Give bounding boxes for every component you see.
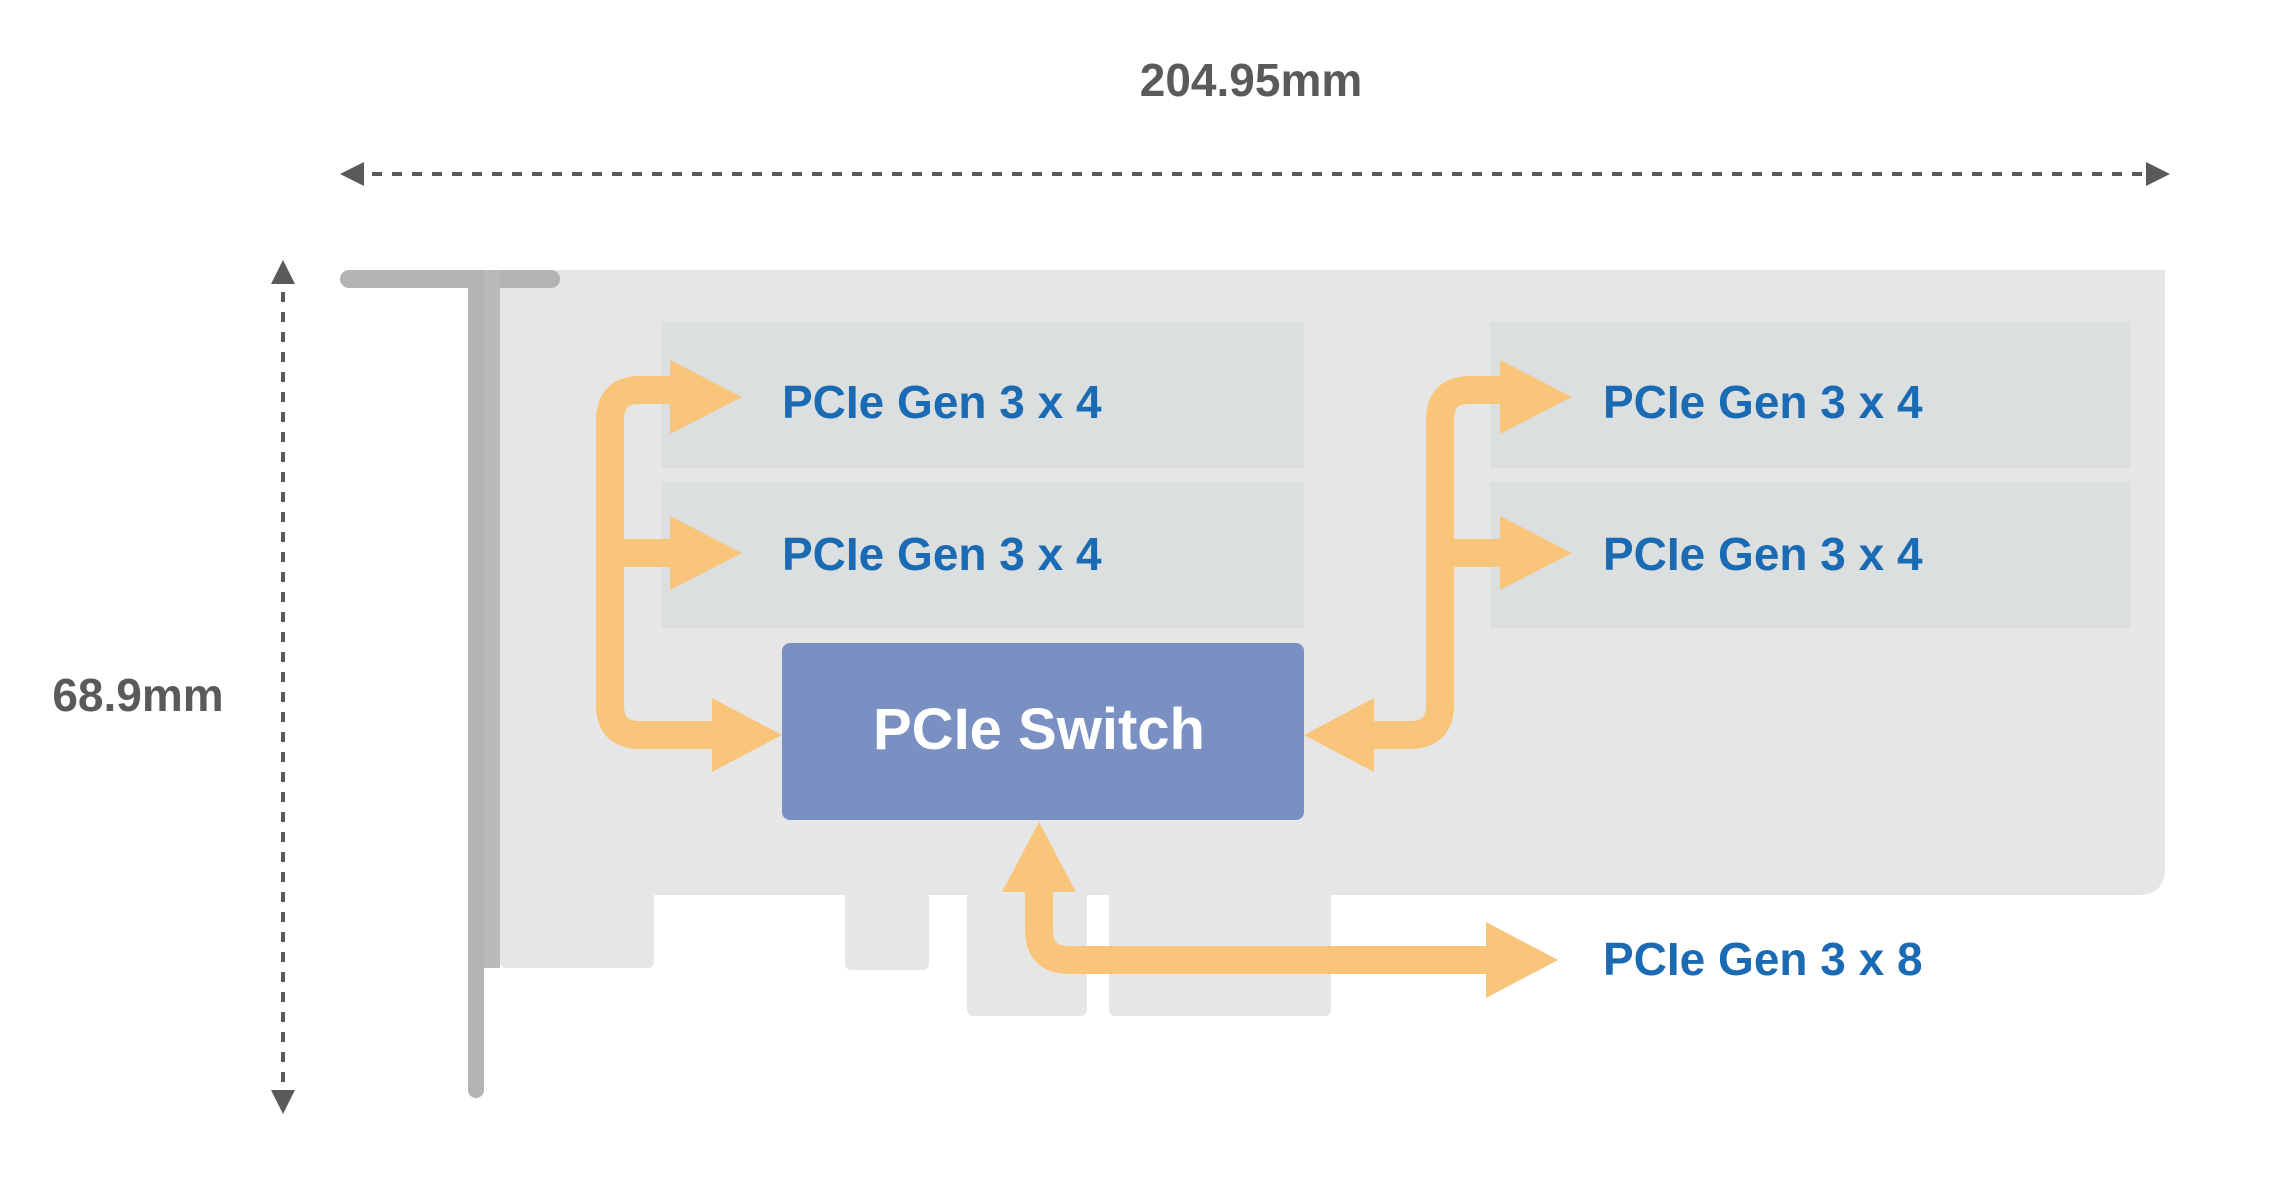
- slot-left-bottom: [662, 482, 1304, 628]
- bracket-vertical: [468, 270, 484, 1098]
- arrow-head-to-switch-right: [1304, 698, 1374, 772]
- arrow-heads: [670, 360, 1572, 998]
- port-label-host: PCIe Gen 3 x 8: [1603, 933, 1923, 985]
- data-path-arrows: [596, 376, 1505, 974]
- port-label-right-top: PCIe Gen 3 x 4: [1603, 376, 1923, 428]
- bracket-edge: [484, 270, 500, 968]
- height-dimension-label: 68.9mm: [52, 669, 223, 721]
- edge-connector-tab-2: [967, 890, 1087, 1016]
- arrow-head-left-top: [670, 360, 742, 434]
- width-dimension-label: 204.95mm: [1140, 54, 1363, 106]
- port-label-left-top: PCIe Gen 3 x 4: [782, 376, 1102, 428]
- arrow-head-right-top: [1500, 360, 1572, 434]
- pcie-switch-label: PCIe Switch: [873, 697, 1205, 762]
- port-label-left-bottom: PCIe Gen 3 x 4: [782, 528, 1102, 580]
- board-left-lower: [500, 890, 654, 968]
- slot-right-top: [1490, 322, 2130, 468]
- arrow-head-left-bottom: [670, 516, 742, 590]
- arrow-head-to-switch-bottom: [1002, 822, 1076, 892]
- pcie-switch-chip: [782, 643, 1304, 820]
- port-label-right-bottom: PCIe Gen 3 x 4: [1603, 528, 1923, 580]
- edge-connector-tab-1: [845, 890, 929, 970]
- arrow-head-to-switch-left: [712, 698, 782, 772]
- slot-left-top: [662, 322, 1304, 468]
- arrow-head-host: [1486, 922, 1558, 998]
- slot-right-bottom: [1490, 482, 2130, 628]
- bracket-top: [340, 270, 560, 288]
- arrow-head-right-bottom: [1500, 516, 1572, 590]
